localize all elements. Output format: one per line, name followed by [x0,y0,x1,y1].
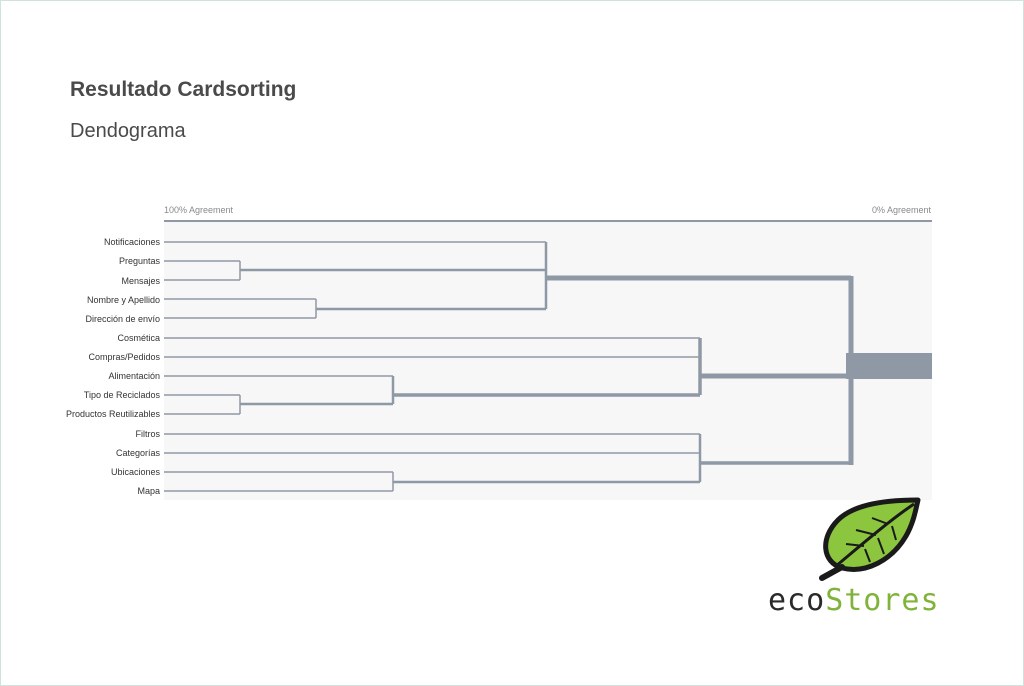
agreement-right-label: 0% Agreement [872,205,932,215]
agreement-left-label: 100% Agreement [164,205,234,215]
slide-title: Resultado Cardsorting [70,78,297,101]
card-label: Preguntas [119,256,161,266]
card-label: Cosmética [117,333,160,343]
agreement-scale-rule [164,220,932,222]
card-label: Nombre y Apellido [87,295,160,305]
brand-eco: eco [768,583,826,618]
dendrogram-background [164,222,932,500]
card-label: Compras/Pedidos [88,352,160,362]
card-label: Mensajes [121,276,160,286]
card-label: Mapa [137,486,160,496]
card-label: Notificaciones [104,237,161,247]
card-label: Dirección de envío [85,314,160,324]
leaf-branches [164,241,700,492]
slide-subtitle: Dendograma [70,120,186,142]
cluster-branches [240,242,702,484]
card-label: Ubicaciones [111,467,161,477]
card-label: Productos Reutilizables [66,409,161,419]
brand-stores: Stores [825,583,940,618]
card-label: Tipo de Reciclados [84,390,161,400]
leaf-icon [819,497,921,581]
brand-logo-text: ecoStores [768,583,940,618]
root-branch [846,353,932,379]
group-branches [393,338,851,465]
card-label: Categorías [116,448,161,458]
card-label: Filtros [136,429,161,439]
card-label: Alimentación [108,371,160,381]
